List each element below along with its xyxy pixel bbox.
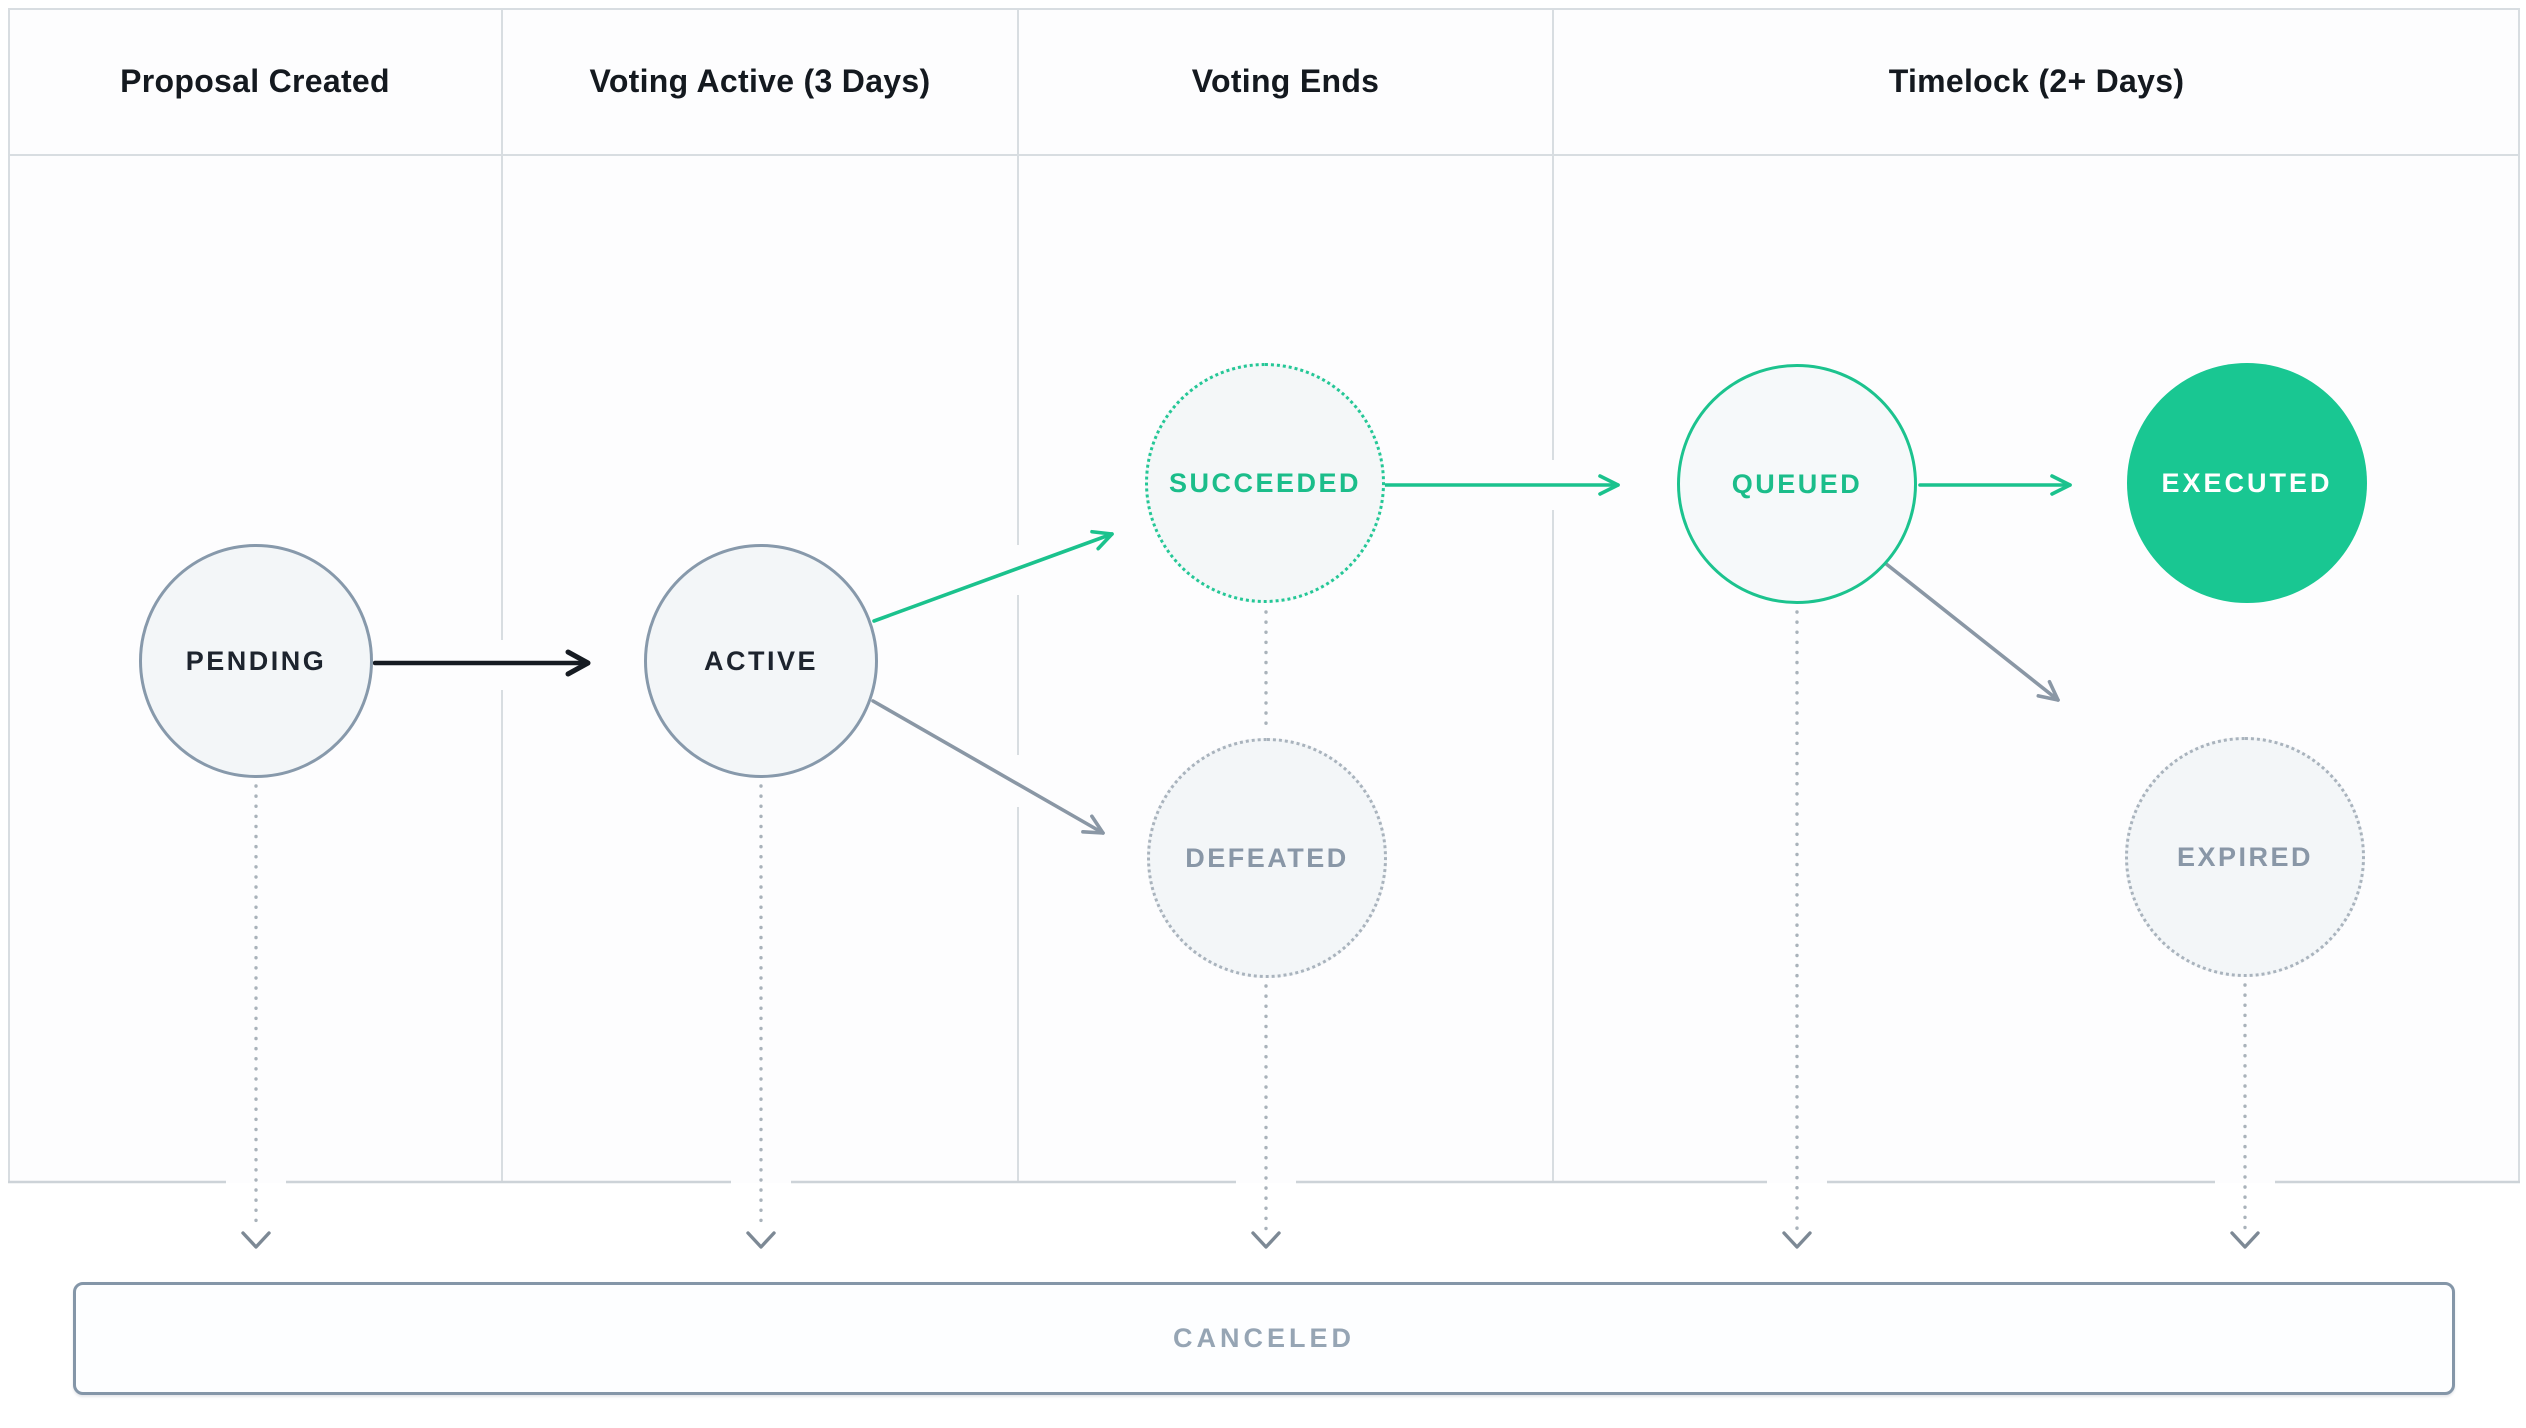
column-header-proposal-created: Proposal Created: [120, 63, 390, 99]
column-header-timelock: Timelock (2+ Days): [1888, 63, 2185, 99]
state-node-defeated: DEFEATED: [1147, 738, 1387, 978]
dotted-connector-arrowheads: [241, 1231, 2260, 1249]
down-chevron-icon: [1782, 1231, 1812, 1249]
dotted-cancel-connectors: [254, 610, 2247, 1232]
state-node-executed: EXECUTED: [2127, 363, 2367, 603]
down-chevron-icon: [241, 1231, 271, 1249]
state-node-succeeded: SUCCEEDED: [1145, 363, 1385, 603]
down-chevron-icon: [746, 1231, 776, 1249]
column-header-voting-ends: Voting Ends: [1191, 63, 1380, 99]
arrow-queued-to-expired: [1883, 561, 2060, 702]
transition-arrows: [372, 474, 2072, 835]
state-node-queued: QUEUED: [1677, 364, 1917, 604]
down-chevron-icon: [2230, 1231, 2260, 1249]
phase-table-grid: [8, 8, 2520, 1184]
down-chevron-icon: [1251, 1231, 1281, 1249]
state-node-canceled: CANCELED: [73, 1282, 2455, 1395]
state-node-expired: EXPIRED: [2125, 737, 2365, 977]
state-node-pending: PENDING: [139, 544, 373, 778]
state-node-active: ACTIVE: [644, 544, 878, 778]
arrow-active-to-defeated: [871, 699, 1105, 835]
arrow-active-to-succeeded: [872, 529, 1114, 623]
column-header-voting-active: Voting Active (3 Days): [589, 63, 931, 99]
